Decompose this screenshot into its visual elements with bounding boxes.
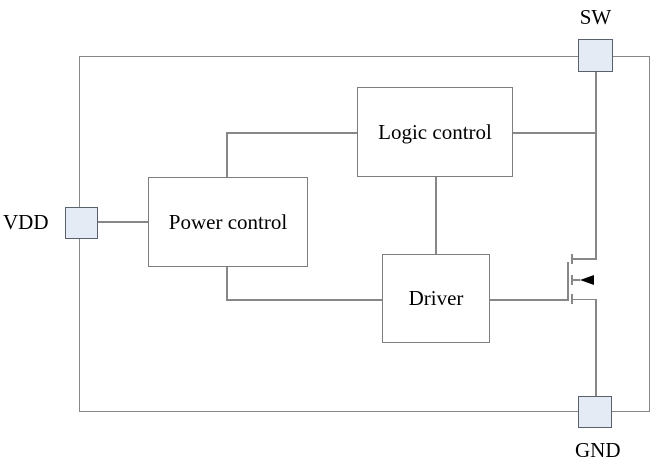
block-driver-label: Driver xyxy=(408,286,464,310)
nmos-channel-segment-body xyxy=(571,275,573,285)
block-logic-control-label: Logic control xyxy=(378,119,492,144)
pin-label-sw: SW xyxy=(579,5,612,29)
wire-sw-rail-to-drain xyxy=(595,70,597,260)
wire-logic-control-to-driver xyxy=(435,176,437,255)
nmos-body-stub xyxy=(572,279,580,281)
pad-vdd xyxy=(64,206,98,239)
wire-power-control-bottom-vertical xyxy=(226,266,228,301)
pin-label-gnd: GND xyxy=(575,438,621,462)
wire-power-control-to-logic-control xyxy=(226,132,358,134)
pad-gnd xyxy=(578,396,612,428)
block-power-control: Power control xyxy=(148,177,308,267)
wire-vdd-to-power-control xyxy=(97,221,148,223)
wire-power-control-to-driver xyxy=(226,299,383,301)
wire-power-control-top-vertical xyxy=(226,132,228,178)
wire-driver-to-gate xyxy=(490,299,569,301)
nmos-transistor-icon xyxy=(560,248,600,308)
pad-sw xyxy=(578,39,613,72)
wire-logic-control-to-sw-net xyxy=(513,132,597,134)
block-power-control-label: Power control xyxy=(168,209,288,234)
nmos-channel-segment-source xyxy=(571,294,573,304)
nmos-gate-bar xyxy=(567,261,569,301)
nmos-channel-segment-drain xyxy=(571,254,573,264)
wire-source-rail-to-gnd xyxy=(595,299,597,398)
wire-source-stub xyxy=(572,298,597,300)
wire-drain-stub xyxy=(572,258,597,260)
pin-label-vdd: VDD xyxy=(3,210,49,234)
block-logic-control: Logic control xyxy=(357,87,513,177)
nmos-body-arrow-icon xyxy=(579,274,594,285)
block-driver: Driver xyxy=(382,254,490,343)
